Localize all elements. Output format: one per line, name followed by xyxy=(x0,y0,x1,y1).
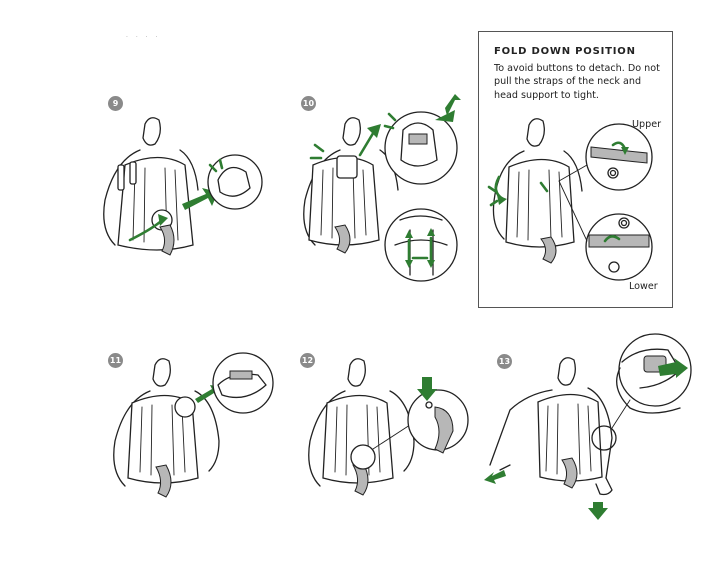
step-9: 9 xyxy=(100,95,270,260)
step-number-badge: 12 xyxy=(300,353,315,368)
scan-artifact: · · · · xyxy=(126,34,161,41)
fold-down-illustration xyxy=(487,118,653,281)
step-number-badge: 11 xyxy=(108,353,123,368)
step-12-illustration xyxy=(308,358,469,496)
step-11-illustration xyxy=(113,352,274,498)
step-12: 12 xyxy=(295,345,480,505)
step-10: 10 xyxy=(285,90,465,290)
step-13: 13 xyxy=(480,330,695,525)
step-11: 11 xyxy=(100,345,280,505)
step-9-illustration xyxy=(103,117,263,256)
step-number-badge: 13 xyxy=(497,354,512,369)
note-body: To avoid buttons to detach. Do not pull … xyxy=(494,63,660,101)
fold-down-position-note: FOLD DOWN POSITION To avoid buttons to d… xyxy=(478,31,673,308)
step-10-illustration xyxy=(303,94,461,282)
step-13-illustration xyxy=(484,333,692,520)
step-number-badge: 10 xyxy=(301,96,316,111)
step-number-badge: 9 xyxy=(108,96,123,111)
lower-label: Lower xyxy=(629,281,658,292)
note-title: FOLD DOWN POSITION xyxy=(494,46,636,57)
upper-label: Upper xyxy=(632,119,662,130)
